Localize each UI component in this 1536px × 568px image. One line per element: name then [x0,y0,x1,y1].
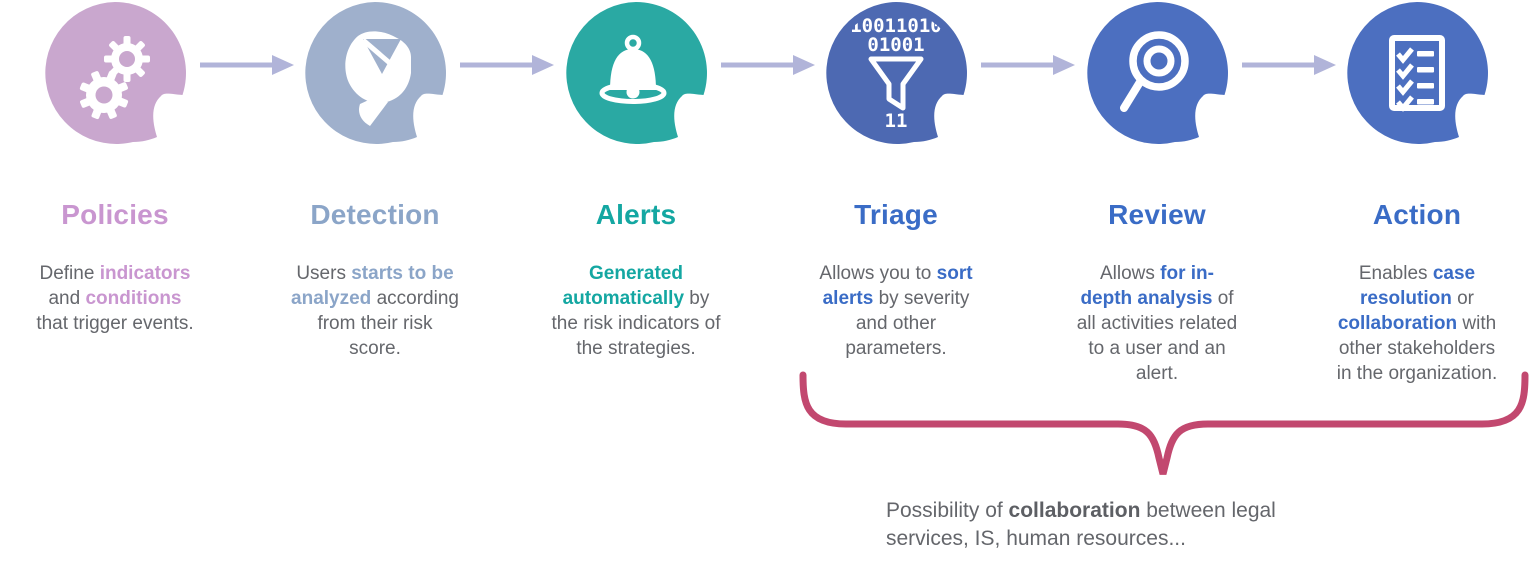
stage-column-detection: Detection Users starts to be analyzed ac… [255,0,495,361]
stage-title-policies: Policies [61,199,169,230]
stage-description-policies: Define indicators and conditions that tr… [36,263,194,334]
stage-column-policies: Policies Define indicators and condition… [0,0,235,336]
action-blob [1347,2,1488,144]
stage-title-alerts: Alerts [595,199,677,230]
svg-text:01001: 01001 [867,34,924,56]
stage-column-review: Review Allows for in- depth analysis of … [1037,0,1277,386]
policies-blob [45,2,186,144]
stage-title-detection: Detection [310,199,440,230]
svg-text:11: 11 [885,110,908,132]
flow-arrow-icon [460,55,554,75]
alerts-blob [566,2,707,144]
triage-blob: 10011010 01001 11 1111111 [826,2,967,150]
review-blob [1087,2,1228,144]
flow-arrow-icon [200,55,294,75]
stage-title-review: Review [1108,199,1206,230]
flow-arrow-icon [721,55,815,75]
stage-description-triage: Allows you to sort alerts by severity an… [819,263,973,359]
stage-column-triage: 10011010 01001 11 1111111 Triage Allows … [776,0,1016,361]
binary-funnel-icon: 10011010 01001 11 1111111 [850,15,942,150]
flow-arrow-icon [981,55,1075,75]
checklist-icon [1389,35,1445,112]
stage-description-action: Enables case resolution or collaboration… [1336,263,1498,384]
collaboration-note: Possibility of collaboration between leg… [886,499,1276,550]
collaboration-brace [799,371,1529,475]
stage-title-triage: Triage [854,199,938,230]
flow-arrow-icon [1242,55,1336,75]
satellite-dish-icon [345,31,411,126]
stage-column-alerts: Alerts Generated automatically by the ri… [516,0,756,361]
bell-icon [599,34,667,104]
stage-title-action: Action [1372,199,1462,230]
svg-text:10011010: 10011010 [850,15,942,37]
stage-column-action: Action Enables case resolution or collab… [1297,0,1536,386]
detection-blob [305,2,446,144]
magnifier-target-icon [1120,31,1189,112]
svg-text:1111111: 1111111 [860,134,932,150]
stage-description-review: Allows for in- depth analysis of all act… [1076,263,1238,384]
stage-description-alerts: Generated automatically by the risk indi… [551,263,721,359]
gears-icon [79,36,150,120]
stage-description-detection: Users starts to be analyzed according fr… [291,263,459,359]
